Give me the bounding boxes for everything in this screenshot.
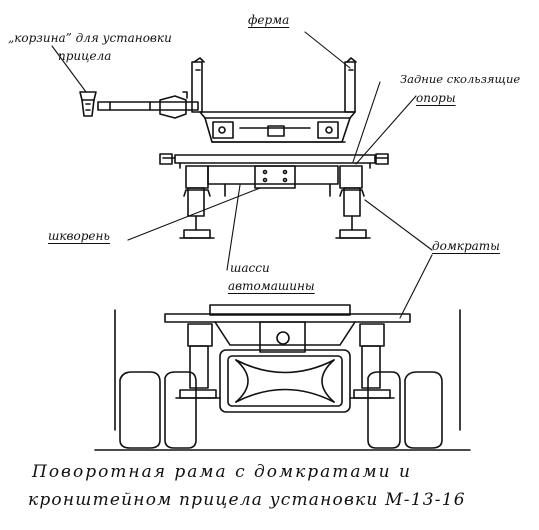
- sight-bracket: [97, 91, 199, 119]
- leader-basket: [51, 45, 87, 93]
- left-jack: [179, 165, 215, 239]
- label-jacks: домкраты: [432, 239, 500, 253]
- wheels: [119, 371, 443, 449]
- leader-jacks-bottom: [399, 254, 433, 319]
- label-kingpin: шкворень: [48, 229, 110, 243]
- truss-uprights: [191, 57, 357, 113]
- truck-body-sides: [114, 309, 461, 431]
- label-basket-line2: прицела: [58, 49, 112, 63]
- right-jack-lower: [349, 323, 395, 399]
- label-chassis-line2: автомашины: [228, 279, 315, 293]
- bottom-truck-assembly: [94, 304, 471, 451]
- platform: [159, 153, 389, 169]
- leader-lines: [51, 31, 433, 319]
- label-basket-line1: „корзина” для установки: [8, 31, 172, 45]
- leader-kingpin: [127, 187, 261, 241]
- label-rear-supports-line2: опоры: [416, 91, 456, 105]
- leader-rear-supports: [352, 81, 381, 163]
- leader-chassis: [226, 184, 241, 271]
- leader-truss: [304, 31, 351, 69]
- centre-frame: [219, 349, 351, 413]
- chassis-plate: [207, 165, 339, 197]
- right-jack: [335, 165, 371, 239]
- left-jack-lower: [175, 323, 221, 399]
- leader-jacks-top: [364, 199, 433, 251]
- caption-line1: Поворотная рама с домкратами и: [32, 462, 412, 482]
- label-rear-supports-line1: Задние скользящие: [400, 72, 521, 86]
- sight-basket: [79, 91, 97, 117]
- caption-line2: кронштейном прицела установки М-13-16: [28, 490, 466, 510]
- truss-frame: [199, 111, 356, 143]
- label-chassis-line1: шасси: [230, 261, 270, 275]
- top-frame-assembly: [79, 57, 389, 239]
- cross-beam: [164, 304, 411, 353]
- label-truss: ферма: [248, 13, 290, 27]
